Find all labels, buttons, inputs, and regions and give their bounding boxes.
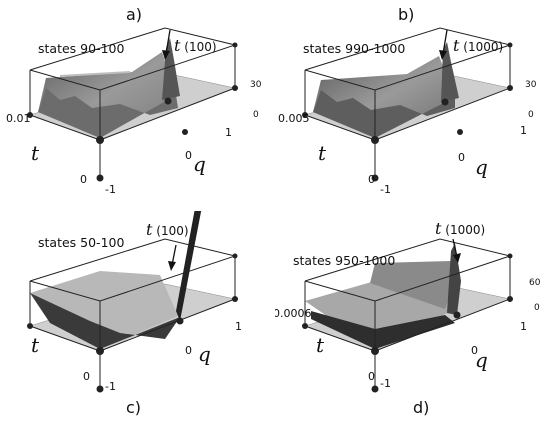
zmin-label: 0	[528, 110, 534, 120]
q-minus-one-label: -1	[380, 377, 391, 390]
zmax-label: 30	[525, 80, 537, 90]
panel-b: b) states 990-1000 t (1000) 30 0 0.005 1…	[275, 0, 550, 211]
zmin-label: 0	[534, 303, 540, 313]
tick-marks	[302, 42, 513, 182]
t-value-label: 0.0006	[275, 307, 312, 320]
panel-label: b)	[398, 5, 415, 24]
arrow-line	[442, 29, 448, 55]
q-zero-label: 0	[471, 344, 478, 357]
arrow-head	[439, 50, 447, 60]
panel-a: a) states 90-100 t (100) 30 0 0.01 1 0 -…	[0, 0, 275, 211]
q-axis-label: q	[475, 155, 488, 179]
zmin-label: 0	[253, 110, 259, 120]
t-zero-label: 0	[368, 173, 375, 186]
t-marker: t (1000)	[453, 38, 503, 54]
t-marker-value: (1000)	[445, 223, 486, 237]
tick-marks	[302, 253, 513, 393]
q-one-label: 1	[520, 320, 527, 333]
t-axis-label: t	[31, 333, 40, 357]
arrow-head	[453, 253, 461, 263]
t-marker-symbol: t	[146, 220, 153, 239]
panel-b-plot	[302, 27, 513, 182]
arrow-head	[162, 50, 170, 60]
q-one-label: 1	[235, 320, 242, 333]
states-label: states 50-100	[38, 235, 125, 250]
t-marker-value: (1000)	[463, 40, 504, 54]
q-axis-label: q	[193, 152, 206, 176]
q-zero-label: 0	[185, 149, 192, 162]
q-minus-one-label: -1	[105, 183, 116, 196]
surface-front	[311, 311, 455, 349]
surface-peak	[441, 42, 459, 102]
surface-wall	[370, 261, 455, 309]
panel-label: c)	[126, 398, 142, 417]
t-axis-label: t	[31, 141, 40, 165]
surface-front	[38, 88, 178, 138]
panel-label: d)	[413, 398, 430, 417]
surface-front	[313, 90, 455, 138]
surface-ridge	[59, 71, 131, 77]
t-marker-symbol: t	[435, 219, 442, 238]
tick-marks	[27, 42, 238, 182]
states-label: states 990-1000	[303, 41, 406, 56]
states-label: states 950-1000	[293, 253, 396, 268]
t-marker-symbol: t	[174, 36, 181, 55]
q-axis-label: q	[198, 342, 211, 366]
panel-a-plot	[27, 27, 238, 182]
panel-label: a)	[126, 5, 143, 24]
q-one-label: 1	[520, 124, 527, 137]
t-marker: t (100)	[174, 38, 217, 54]
spike	[176, 211, 202, 321]
surface	[30, 271, 178, 349]
arrow-line	[452, 238, 458, 258]
q-zero-label: 0	[185, 344, 192, 357]
t-axis-label: t	[316, 333, 325, 357]
t-marker: t (100)	[146, 222, 189, 238]
t-marker-value: (100)	[156, 224, 189, 238]
arrow-line	[165, 29, 171, 55]
t-marker-symbol: t	[453, 36, 460, 55]
t-value-label: 0.005	[278, 112, 310, 125]
zmax-label: 30	[250, 80, 262, 90]
zmax-label: 60	[529, 278, 541, 288]
panel-d-plot	[302, 238, 513, 393]
q-axis-label: q	[475, 348, 488, 372]
q-zero-label: 0	[458, 151, 465, 164]
panel-c: c) states 50-100 t (100) 1 0 -1 0 t q	[0, 211, 275, 422]
t-marker: t (1000)	[435, 221, 485, 237]
t-zero-label: 0	[368, 370, 375, 383]
tick-marks	[27, 253, 238, 393]
t-marker-value: (100)	[184, 40, 217, 54]
t-zero-label: 0	[80, 173, 87, 186]
t-value-label: 0.01	[6, 112, 31, 125]
q-minus-one-label: -1	[105, 380, 116, 393]
arrow-head	[168, 261, 176, 271]
t-axis-label: t	[318, 141, 327, 165]
t-zero-label: 0	[83, 370, 90, 383]
states-label: states 90-100	[38, 41, 125, 56]
panel-c-plot	[27, 211, 238, 393]
q-one-label: 1	[225, 126, 232, 139]
q-minus-one-label: -1	[380, 183, 391, 196]
panel-d: d) states 950-1000 t (1000) 60 0 0.0006 …	[275, 211, 550, 422]
